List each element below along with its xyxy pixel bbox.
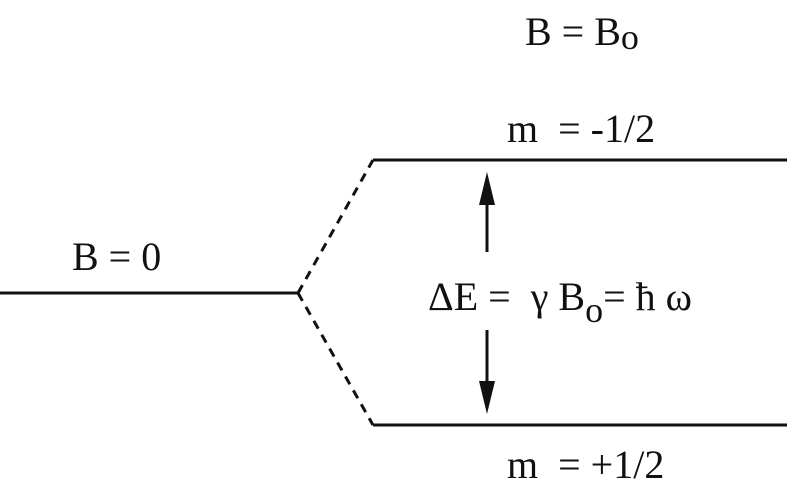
zero-field-label: B = 0 (72, 234, 161, 279)
energy-equation: ΔE = γ Bo= ħ ω (428, 274, 692, 330)
field-label: B = Bo (525, 9, 639, 57)
lower-level-label: m = +1/2 (507, 442, 664, 487)
split-dashed-upper (296, 159, 375, 294)
split-dashed-lower (296, 292, 375, 426)
arrowhead-down (479, 381, 495, 414)
upper-level-label: m = -1/2 (507, 106, 655, 151)
arrowhead-up (479, 172, 495, 205)
